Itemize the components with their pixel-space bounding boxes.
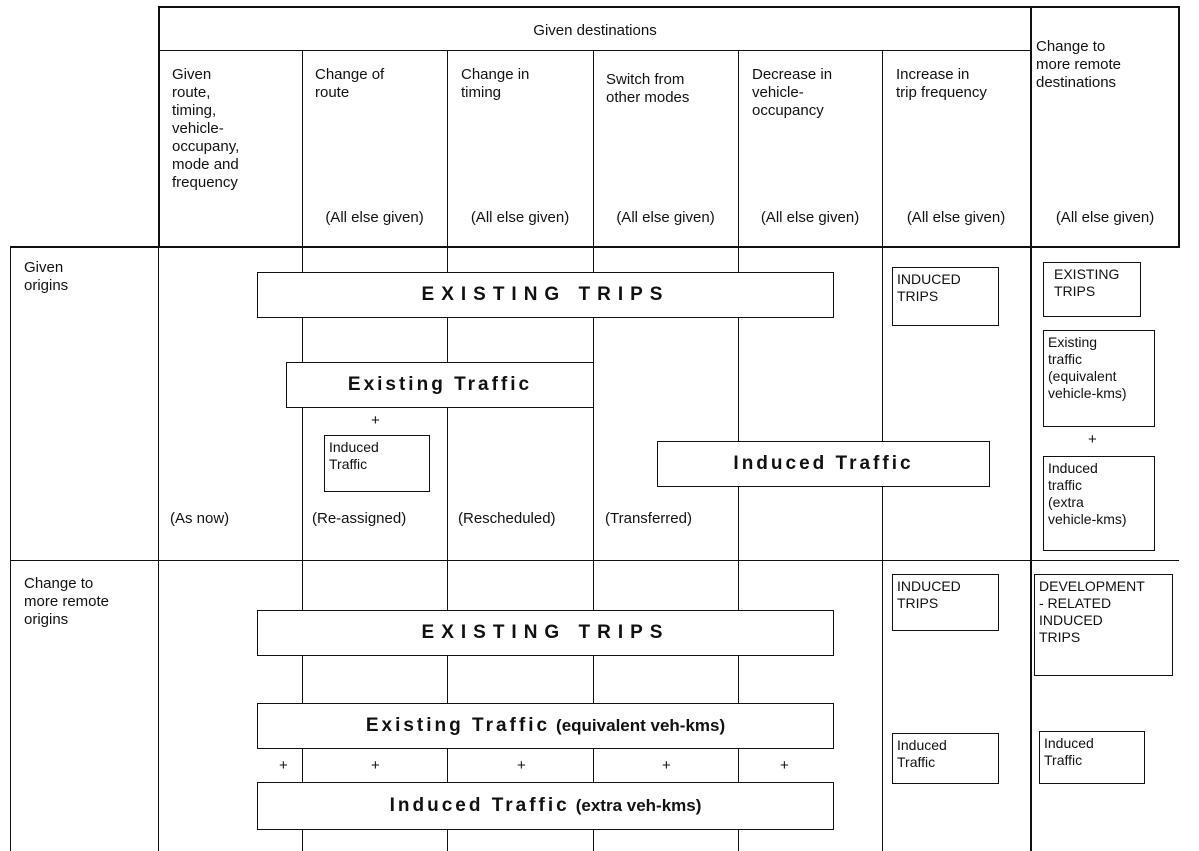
as-now-note: (As now) bbox=[170, 510, 230, 527]
plus-sign-col3: + bbox=[517, 757, 526, 774]
row-label-remote-origins: Change to more remote origins bbox=[24, 575, 110, 628]
existing-traffic-label-2: Existing Traffic bbox=[365, 715, 551, 736]
induced-traffic-extra-box: Induced Traffic (extra veh-kms) bbox=[257, 782, 834, 830]
col-note-remote: (All else given) bbox=[1055, 209, 1155, 226]
rescheduled-note: (Rescheduled) bbox=[458, 510, 556, 527]
remote-existing-trips-box: EXISTING TRIPS bbox=[1043, 262, 1141, 317]
development-trips-box: DEVELOPMENT - RELATED INDUCED TRIPS bbox=[1034, 574, 1173, 676]
col-header-mode: Switch from other modes bbox=[606, 71, 690, 106]
plus-sign-col5: + bbox=[780, 757, 789, 774]
existing-traffic-suffix: (equivalent veh-kms) bbox=[556, 716, 726, 735]
col-header-occupancy: Decrease in vehicle- occupancy bbox=[752, 66, 833, 119]
induced-traffic-col7-box: Induced Traffic bbox=[1039, 731, 1145, 784]
remote-destinations-header: Change to more remote destinations bbox=[1036, 38, 1122, 91]
existing-trips-box: EXISTING TRIPS bbox=[257, 272, 834, 318]
col-header-given: Given route, timing, vehicle- occupany, … bbox=[172, 66, 240, 191]
induced-traffic-suffix: (extra veh-kms) bbox=[575, 796, 702, 815]
plus-sign: + bbox=[371, 412, 380, 429]
remote-existing-traffic-box: Existing traffic (equivalent vehicle-kms… bbox=[1043, 330, 1155, 427]
existing-trips-box-2: EXISTING TRIPS bbox=[257, 610, 834, 656]
row-label-given-origins: Given origins bbox=[24, 259, 69, 294]
col-header-frequency: Increase in trip frequency bbox=[896, 66, 987, 101]
existing-traffic-equivalent-box: Existing Traffic (equivalent veh-kms) bbox=[257, 703, 834, 749]
induced-traffic-label-2: Induced Traffic bbox=[389, 795, 570, 816]
induced-traffic-small-box: Induced Traffic bbox=[324, 435, 430, 492]
remote-induced-traffic-box: Induced traffic (extra vehicle-kms) bbox=[1043, 456, 1155, 551]
induced-trips-box-2: INDUCED TRIPS bbox=[892, 574, 999, 631]
given-destinations-header: Given destinations bbox=[533, 22, 657, 39]
col-header-timing: Change in timing bbox=[461, 66, 530, 101]
col-note-route: (All else given) bbox=[325, 209, 424, 226]
existing-trips-label-2: EXISTING TRIPS bbox=[421, 622, 670, 643]
col-note-timing: (All else given) bbox=[470, 209, 570, 226]
induced-traffic-big-box: Induced Traffic bbox=[657, 441, 990, 487]
transferred-note: (Transferred) bbox=[605, 510, 692, 527]
col-note-mode: (All else given) bbox=[616, 209, 715, 226]
induced-trips-box: INDUCED TRIPS bbox=[892, 267, 999, 326]
plus-sign-col2: + bbox=[371, 757, 380, 774]
existing-trips-label: EXISTING TRIPS bbox=[421, 284, 670, 305]
existing-traffic-box: Existing Traffic bbox=[286, 362, 594, 408]
reassigned-note: (Re-assigned) bbox=[312, 510, 407, 527]
col-note-occupancy: (All else given) bbox=[760, 209, 860, 226]
plus-sign-col4: + bbox=[662, 757, 671, 774]
remote-plus-sign: + bbox=[1088, 431, 1097, 448]
col-note-frequency: (All else given) bbox=[906, 209, 1006, 226]
existing-traffic-label: Existing Traffic bbox=[347, 374, 533, 395]
plus-sign-col1: + bbox=[279, 757, 288, 774]
induced-traffic-big-label: Induced Traffic bbox=[733, 453, 914, 474]
induced-traffic-col6-box: Induced Traffic bbox=[892, 733, 999, 784]
col-header-route: Change of route bbox=[315, 66, 385, 101]
